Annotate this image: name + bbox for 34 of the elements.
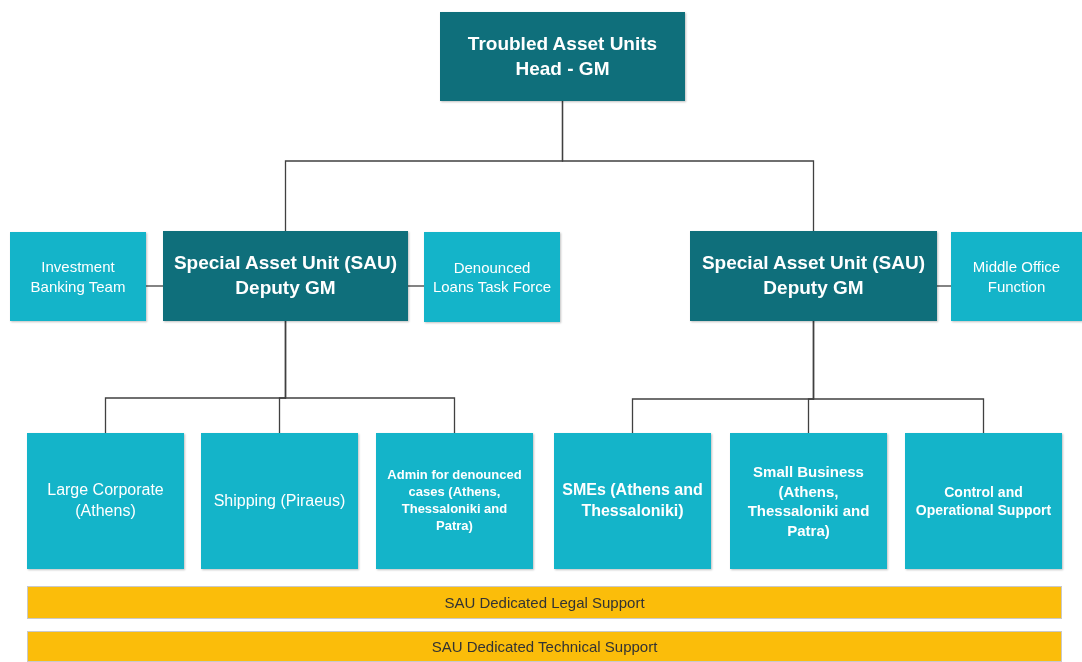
org-unit-box bbox=[27, 433, 184, 569]
unit-name: Special Asset Unit (SAU) Deputy GM bbox=[172, 251, 399, 300]
org-unit-box bbox=[201, 433, 358, 569]
connector-line bbox=[284, 320, 456, 434]
unit-name: Middle Office Function bbox=[971, 257, 1062, 296]
unit-name: Troubled Asset Units Head - GM bbox=[466, 31, 659, 81]
org-unit-box bbox=[690, 231, 937, 321]
unit-name: Control and Operational Support bbox=[914, 482, 1053, 520]
support-bar bbox=[27, 631, 1062, 662]
unit-name: SAU Dedicated Legal Support bbox=[444, 592, 645, 613]
unit-name: Small Business (Athens, Thessaloniki and Patra) bbox=[746, 462, 871, 540]
unit-name: Shipping (Piraeus) bbox=[213, 490, 346, 511]
unit-name: Special Asset Unit (SAU) Deputy GM bbox=[700, 251, 927, 300]
org-unit-box bbox=[440, 12, 685, 101]
unit-name: Denounced Loans Task Force bbox=[432, 257, 552, 297]
unit-name: Large Corporate (Athens) bbox=[46, 480, 165, 521]
org-unit-box bbox=[905, 433, 1062, 569]
unit-name: Investment Banking Team bbox=[29, 257, 127, 296]
org-unit-box bbox=[10, 232, 146, 321]
org-unit-box bbox=[730, 433, 887, 569]
unit-name: SMEs (Athens and Thessaloniki) bbox=[562, 480, 703, 521]
org-unit-box bbox=[424, 232, 560, 322]
support-bar bbox=[27, 586, 1062, 619]
connector-line bbox=[561, 100, 815, 232]
org-unit-box bbox=[554, 433, 711, 569]
connector-line bbox=[407, 285, 425, 287]
connector-line bbox=[936, 285, 952, 287]
org-unit-box bbox=[163, 231, 408, 321]
connector-line bbox=[812, 320, 985, 434]
connector-line bbox=[145, 285, 164, 287]
org-unit-box bbox=[376, 433, 533, 569]
org-unit-box bbox=[951, 232, 1082, 321]
unit-name: SAU Dedicated Technical Support bbox=[431, 636, 658, 657]
unit-name: Admin for denounced cases (Athens, Thessaloniki and Patra) bbox=[386, 467, 523, 535]
